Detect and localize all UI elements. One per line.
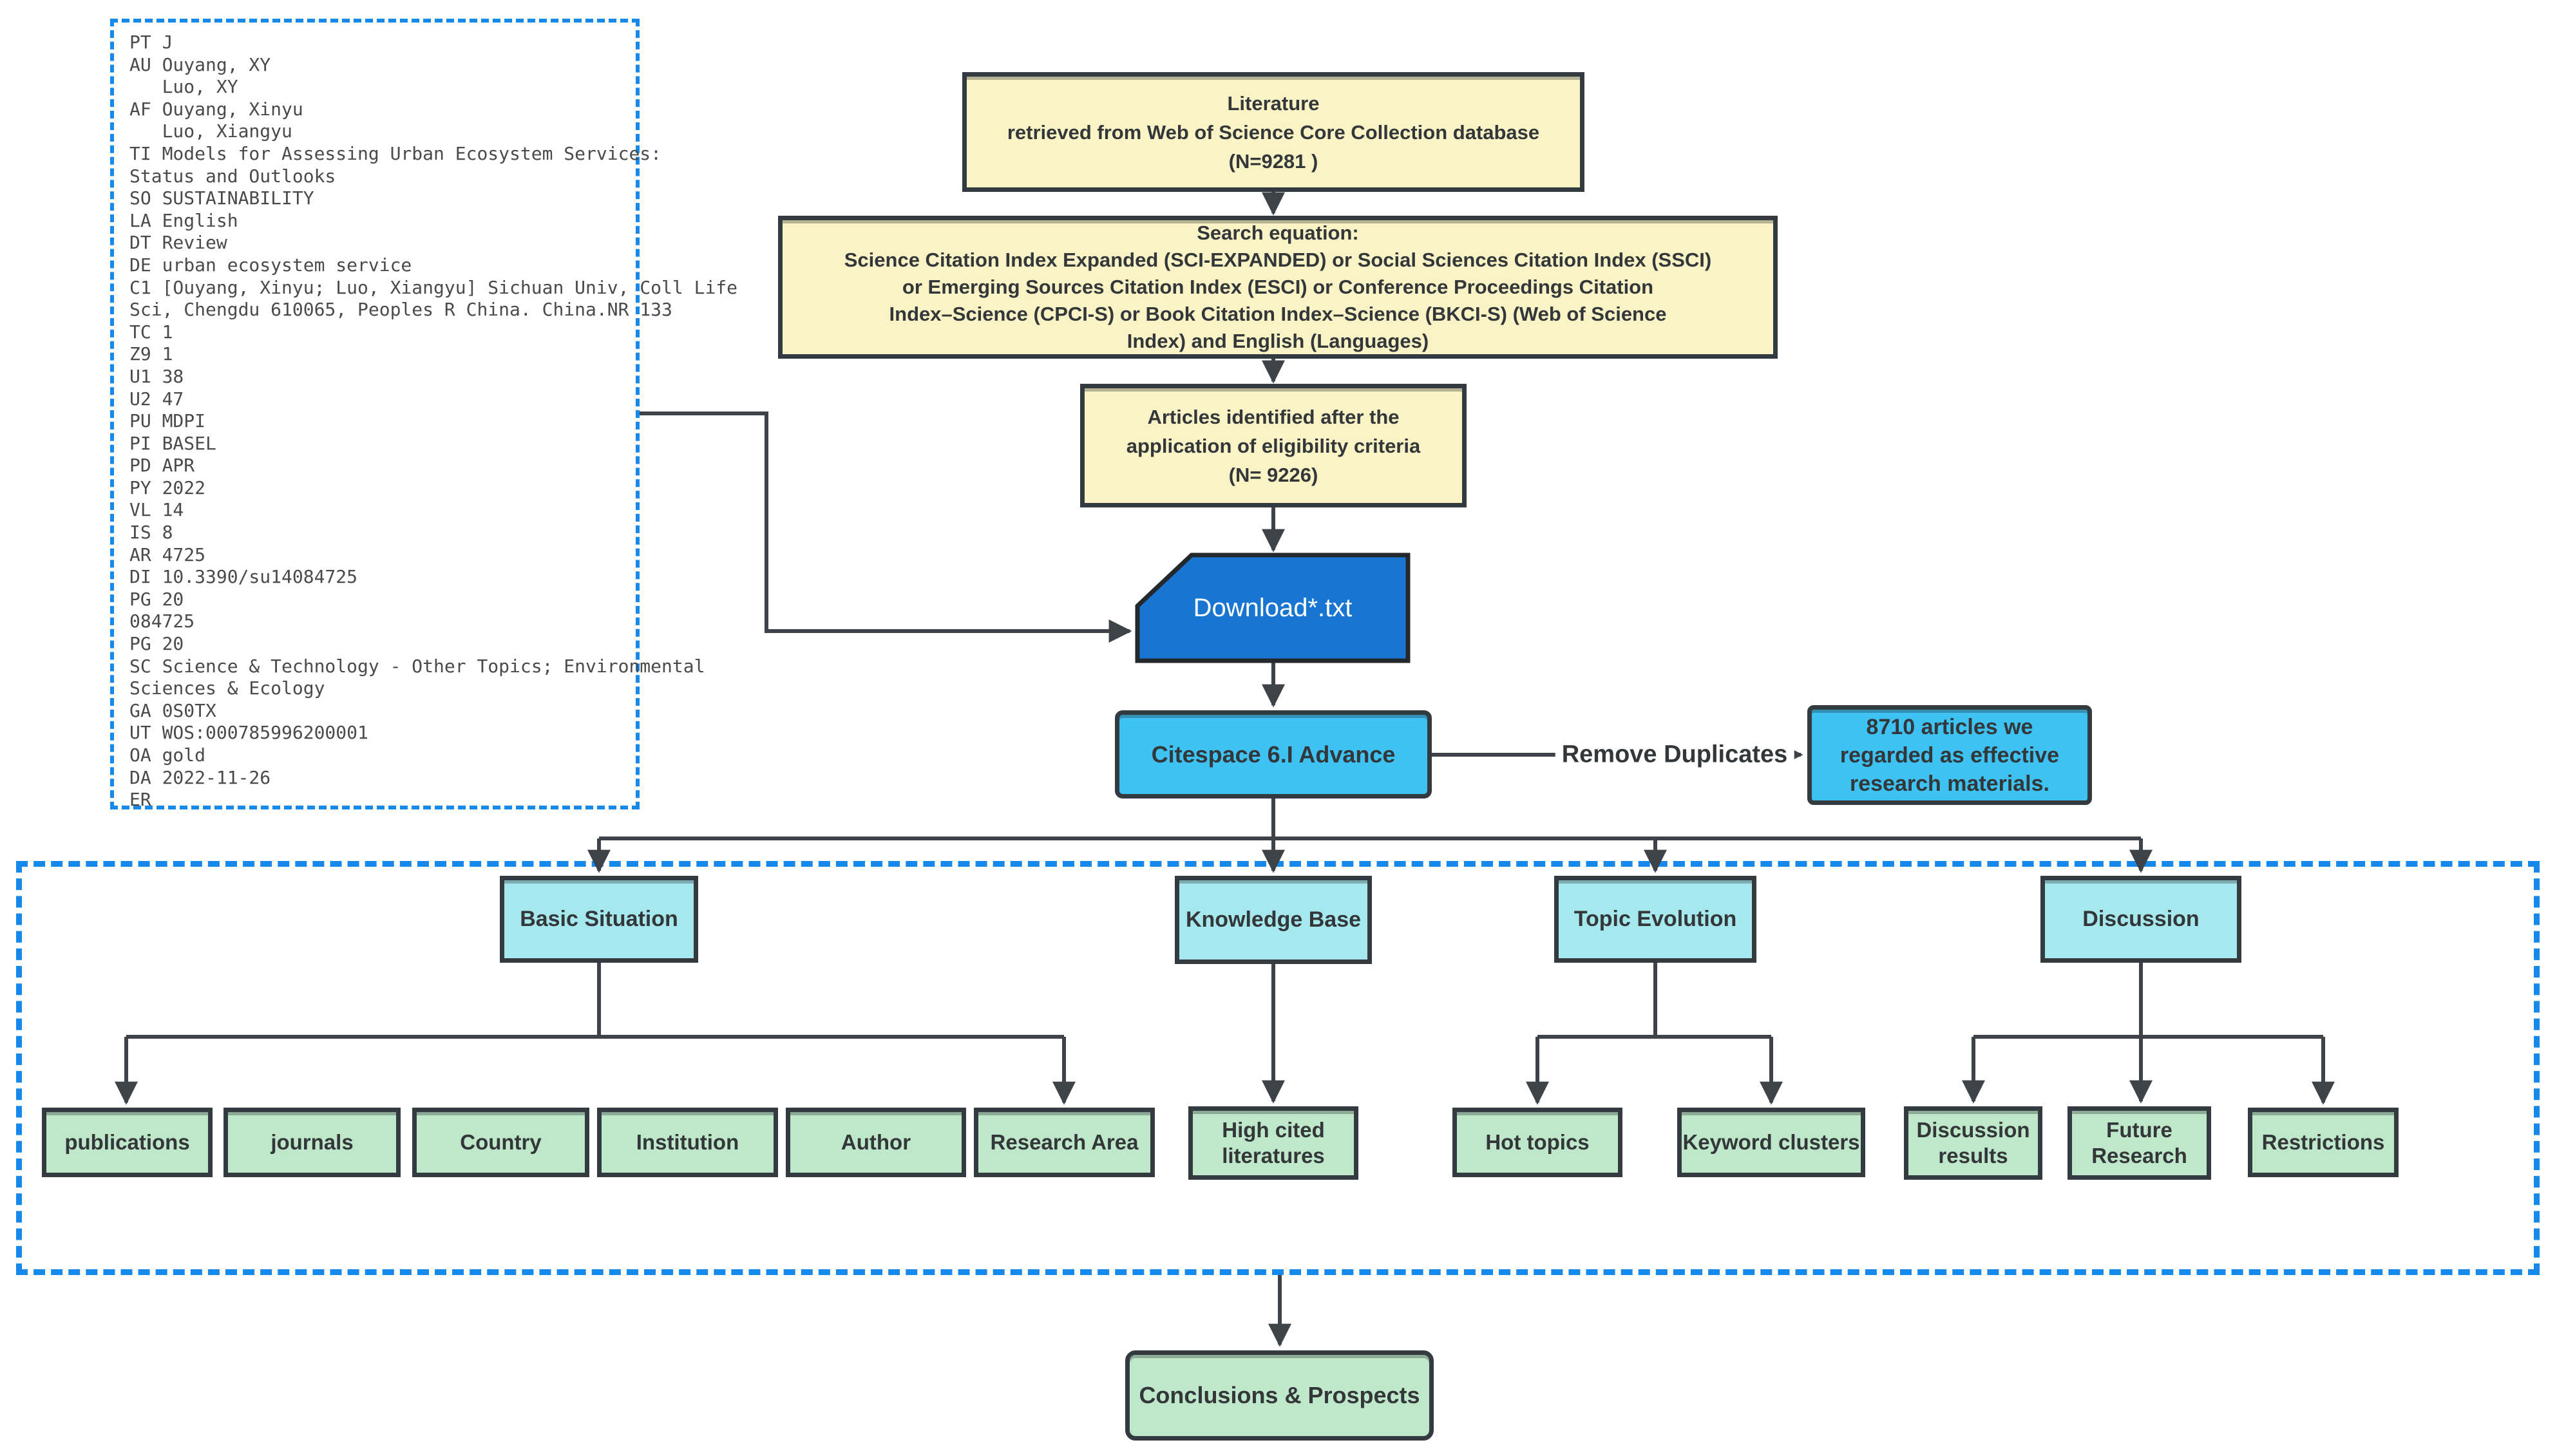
- node-restrictions: Restrictions: [2248, 1108, 2399, 1177]
- download-file-shape: [1135, 553, 1411, 663]
- node-discussion-results: Discussion results: [1904, 1106, 2042, 1180]
- node-eligibility-criteria: Articles identified after the applicatio…: [1080, 384, 1467, 507]
- node-future-research: Future Research: [2067, 1106, 2211, 1180]
- node-topic-evolution: Topic Evolution: [1554, 876, 1756, 963]
- node-high-cited-literatures: High cited literatures: [1188, 1106, 1358, 1180]
- node-search-equation: Search equation: Science Citation Index …: [778, 216, 1778, 359]
- node-research-area: Research Area: [974, 1108, 1155, 1177]
- node-conclusions-prospects: Conclusions & Prospects: [1125, 1350, 1434, 1441]
- arrow-citation-to-download: [640, 411, 1132, 643]
- node-institution: Institution: [597, 1108, 778, 1177]
- node-journals: journals: [223, 1108, 401, 1177]
- node-keyword-clusters: Keyword clusters: [1677, 1108, 1865, 1177]
- node-basic-situation: Basic Situation: [500, 876, 698, 963]
- remove-duplicates-label: Remove Duplicates: [1555, 741, 1794, 769]
- node-hot-topics: Hot topics: [1452, 1108, 1622, 1177]
- node-effective-articles: 8710 articles we regarded as effective r…: [1807, 705, 2092, 805]
- node-knowledge-base: Knowledge Base: [1175, 876, 1372, 964]
- node-citespace: Citespace 6.I Advance: [1115, 710, 1432, 799]
- node-discussion: Discussion: [2040, 876, 2241, 963]
- node-download-txt: Download*.txt: [1193, 593, 1353, 622]
- node-author: Author: [786, 1108, 966, 1177]
- node-country: Country: [412, 1108, 589, 1177]
- node-publications: publications: [42, 1108, 213, 1177]
- node-literature-retrieved: Literature retrieved from Web of Science…: [962, 72, 1584, 192]
